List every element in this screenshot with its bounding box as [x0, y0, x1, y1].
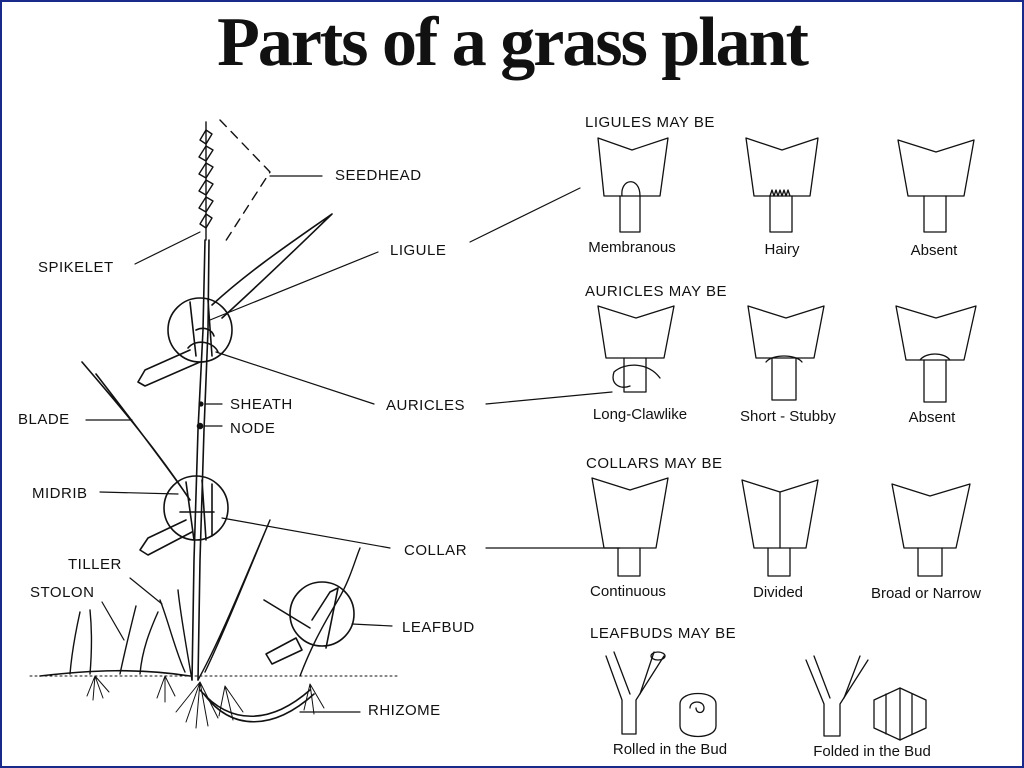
- upper-leaf-blade: [137, 213, 333, 387]
- rhizome-runner: [199, 689, 315, 723]
- label-midrib: MIDRIB: [32, 485, 88, 502]
- caption-ligule-hairy: Hairy: [764, 241, 800, 258]
- auricle-sample-short-stubby: [747, 305, 825, 401]
- label-auricles: AURICLES: [386, 397, 466, 414]
- caption-auricle-absent: Absent: [908, 409, 956, 426]
- auricle-sample-long-clawlike: [597, 305, 675, 393]
- tiller-shoots: [69, 519, 361, 681]
- caption-leafbud-rolled: Rolled in the Bud: [612, 741, 728, 758]
- collar-sample-continuous: [591, 477, 669, 577]
- label-sheath: SHEATH: [230, 396, 293, 413]
- label-stolon: STOLON: [30, 584, 95, 601]
- ligule-sample-hairy: [745, 137, 819, 233]
- leafbud-magnifier: [263, 581, 355, 665]
- seedhead-bracket: [219, 119, 271, 243]
- label-spikelet: SPIKELET: [38, 259, 114, 276]
- leafbud-sample-folded: [805, 655, 927, 741]
- page-title: Parts of a grass plant: [217, 4, 809, 81]
- seedhead-spike: [198, 121, 214, 241]
- collar-magnifier: [163, 475, 229, 541]
- heading-collars: COLLARS MAY BE: [586, 455, 723, 472]
- label-blade: BLADE: [18, 411, 70, 428]
- lower-leaf-blade: [81, 361, 193, 556]
- caption-ligule-absent: Absent: [910, 242, 958, 259]
- label-rhizome: RHIZOME: [368, 702, 441, 719]
- ligule-magnifier: [167, 297, 233, 363]
- label-tiller: TILLER: [68, 556, 122, 573]
- auricle-sample-absent: [895, 305, 977, 403]
- caption-collar-divided: Divided: [752, 584, 804, 601]
- main-stem: [191, 239, 210, 681]
- caption-leafbud-folded: Folded in the Bud: [813, 743, 931, 760]
- ligule-sample-absent: [897, 139, 975, 233]
- heading-ligules: LIGULES MAY BE: [585, 114, 715, 131]
- caption-collar-continuous: Continuous: [590, 583, 666, 600]
- leader-lines: [85, 175, 621, 713]
- label-collar: COLLAR: [404, 542, 468, 559]
- collar-sample-broad-or-narrow: [891, 483, 971, 577]
- stolon-runner: [39, 669, 191, 677]
- caption-collar-broad-or-narrow: Broad or Narrow: [870, 585, 982, 602]
- label-ligule: LIGULE: [390, 242, 447, 259]
- caption-auricle-long-clawlike: Long-Clawlike: [592, 406, 688, 423]
- caption-auricle-short-stubby: Short - Stubby: [740, 408, 836, 425]
- caption-ligule-membranous: Membranous: [588, 239, 676, 256]
- heading-leafbuds: LEAFBUDS MAY BE: [590, 625, 737, 642]
- leafbud-sample-rolled: [605, 651, 717, 738]
- collar-sample-divided: [741, 479, 819, 577]
- label-node: NODE: [230, 420, 276, 437]
- ligule-sample-membranous: [597, 137, 669, 233]
- roots: [86, 675, 325, 729]
- heading-auricles: AURICLES MAY BE: [585, 283, 727, 300]
- label-seedhead: SEEDHEAD: [335, 167, 422, 184]
- label-leafbud: LEAFBUD: [402, 619, 475, 636]
